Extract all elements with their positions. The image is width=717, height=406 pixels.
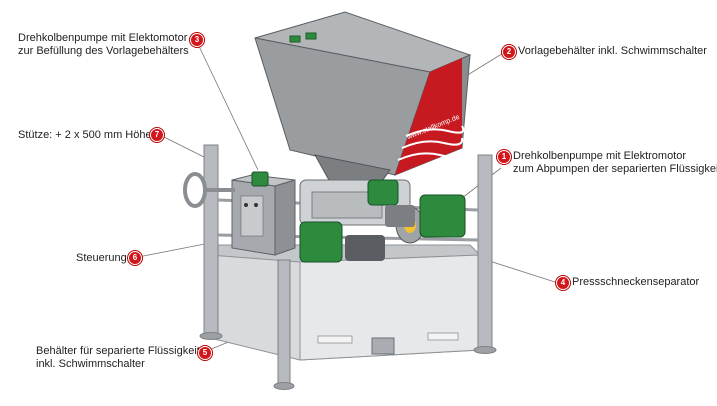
motors xyxy=(251,171,466,263)
callout-7-text: Stütze: + 2 x 500 mm Höhe xyxy=(18,129,152,141)
callout-3-text: Drehkolbenpumpe mit Elektomotor zur Befü… xyxy=(18,32,189,58)
callout-2-text: Vorlagebehälter inkl. Schwimmschalter xyxy=(518,45,707,57)
callout-3-line1: Drehkolbenpumpe mit Elektomotor xyxy=(18,32,188,44)
callout-1-badge: 1 xyxy=(497,150,511,164)
callout-1-text: Drehkolbenpumpe mit Elektromotor zum Abp… xyxy=(513,150,717,176)
callout-2-badge: 2 xyxy=(502,45,516,59)
control-cabinet xyxy=(231,174,296,256)
callout-1-line1: Drehkolbenpumpe mit Elektromotor xyxy=(513,150,687,162)
callout-4-badge: 4 xyxy=(556,276,570,290)
callout-5-text: Behälter für separierte Flüssigkeit inkl… xyxy=(36,345,200,371)
callout-3-badge: 3 xyxy=(190,33,204,47)
callout-1-line2: zum Abpumpen der separierten Flüssigkeit xyxy=(513,163,717,175)
callout-5-badge: 5 xyxy=(198,346,212,360)
callout-6-text: Steuerung xyxy=(76,252,127,264)
callout-6-badge: 6 xyxy=(128,251,142,265)
callout-5-line1: Behälter für separierte Flüssigkeit xyxy=(36,345,200,357)
support-legs xyxy=(199,144,497,390)
hopper xyxy=(254,11,472,196)
inlet-pipe xyxy=(183,172,235,208)
callout-7-badge: 7 xyxy=(150,128,164,142)
callout-4-text: Pressschneckenseparator xyxy=(572,276,700,288)
callout-5-line2: inkl. Schwimmschalter xyxy=(36,358,145,370)
callout-3-line2: zur Befüllung des Vorlagebehälters xyxy=(18,45,189,57)
liquid-tank xyxy=(209,244,482,361)
pump-housings xyxy=(345,205,415,261)
